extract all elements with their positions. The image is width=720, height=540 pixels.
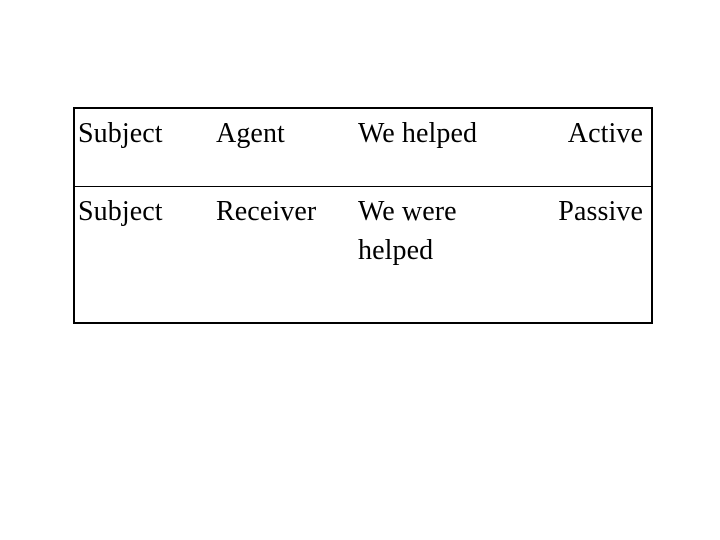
- cell-example-active: We helped: [358, 118, 478, 149]
- table-row: Subject Agent We helped Active: [75, 109, 651, 187]
- cell-voice-active: Active: [567, 118, 643, 149]
- table-row: Subject Receiver We were helped Passive: [75, 187, 651, 322]
- grammar-voice-table: Subject Agent We helped Active Subject R…: [73, 107, 653, 324]
- cell-voice-passive: Passive: [558, 196, 643, 227]
- cell-function-passive: Subject: [78, 196, 163, 227]
- cell-role-active: Agent: [216, 118, 285, 149]
- cell-role-passive: Receiver: [216, 196, 317, 227]
- cell-example-passive: We were helped: [358, 196, 457, 266]
- cell-function-active: Subject: [78, 118, 163, 149]
